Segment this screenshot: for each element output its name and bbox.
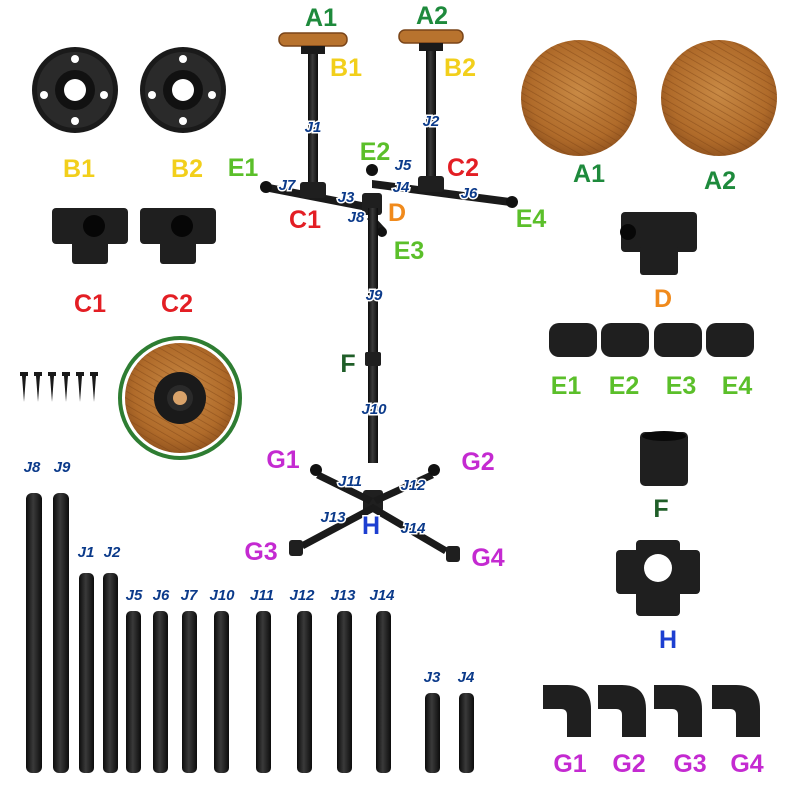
asm-label-a2: A2 (416, 2, 448, 30)
label-pipe-j7: J7 (181, 587, 198, 604)
flange-b1-icon (32, 47, 118, 133)
label-pipe-j5: J5 (126, 587, 143, 604)
label-pipe-j2: J2 (104, 544, 121, 561)
tee-c1-icon (52, 208, 128, 264)
tee-d-icon (620, 212, 697, 275)
asm-label-e3: E3 (394, 237, 425, 265)
asm-label-c2: C2 (447, 154, 479, 182)
screws-icon (20, 372, 98, 402)
flange-b2-icon (140, 47, 226, 133)
pipes-set (26, 493, 474, 773)
label-elbow-g1: G1 (553, 750, 586, 778)
label-pipe-j11: J11 (250, 587, 274, 604)
label-tee-c2: C2 (161, 290, 193, 318)
asm-label-g4: G4 (471, 544, 504, 572)
label-wood-a1: A1 (573, 160, 605, 188)
asm-label-f: F (340, 350, 355, 378)
label-cap-e3: E3 (666, 372, 697, 400)
asm-label-j13: J13 (320, 509, 346, 526)
label-coupling-f: F (653, 495, 668, 523)
label-elbow-g3: G3 (673, 750, 706, 778)
asm-label-j14: J14 (400, 520, 426, 537)
asm-label-j7: J7 (279, 177, 296, 194)
asm-label-j9: J9 (366, 287, 383, 304)
wood-top-a2-icon (661, 40, 777, 156)
asm-label-j10: J10 (361, 401, 387, 418)
label-pipe-j1: J1 (78, 544, 95, 561)
asm-label-h: H (362, 512, 380, 540)
cross-h-icon (616, 540, 700, 616)
label-pipe-j6: J6 (153, 587, 170, 604)
label-pipe-j8: J8 (24, 459, 41, 476)
elbows-icon (543, 685, 760, 737)
label-flange-b2: B2 (171, 155, 203, 183)
label-pipe-j14: J14 (369, 587, 395, 604)
asm-label-e4: E4 (516, 205, 547, 233)
label-cross-h: H (659, 626, 677, 654)
label-elbow-g4: G4 (730, 750, 763, 778)
tee-c2-icon (140, 208, 216, 264)
label-pipe-j12: J12 (289, 587, 315, 604)
asm-label-j3: J3 (338, 189, 355, 206)
asm-label-j5: J5 (395, 157, 412, 174)
label-cap-e1: E1 (551, 372, 582, 400)
label-pipe-j9: J9 (54, 459, 71, 476)
label-flange-b1: B1 (63, 155, 95, 183)
detail-flange-on-wood (118, 336, 242, 460)
asm-label-j1: J1 (305, 119, 322, 136)
label-pipe-j13: J13 (330, 587, 356, 604)
label-elbow-g2: G2 (612, 750, 645, 778)
asm-label-c1: C1 (289, 206, 321, 234)
asm-label-j12: J12 (400, 477, 426, 494)
asm-label-j2: J2 (423, 113, 440, 130)
end-caps-icon (549, 323, 754, 357)
asm-label-b2: B2 (444, 54, 476, 82)
label-pipe-j10: J10 (209, 587, 235, 604)
label-pipe-j3: J3 (424, 669, 441, 686)
asm-label-j6: J6 (461, 185, 478, 202)
asm-label-g3: G3 (244, 538, 277, 566)
asm-label-d: D (388, 199, 406, 227)
assembled-stand (260, 29, 518, 562)
asm-label-j11: J11 (338, 473, 362, 490)
label-tee-d: D (654, 285, 672, 313)
asm-label-b1: B1 (330, 54, 362, 82)
label-cap-e2: E2 (609, 372, 640, 400)
asm-label-j4: J4 (393, 179, 410, 196)
wood-top-a1-icon (521, 40, 637, 156)
label-pipe-j4: J4 (458, 669, 475, 686)
label-cap-e4: E4 (722, 372, 753, 400)
label-tee-c1: C1 (74, 290, 106, 318)
asm-label-e1: E1 (228, 154, 259, 182)
asm-label-e2: E2 (360, 138, 391, 166)
asm-label-g2: G2 (461, 448, 494, 476)
asm-label-g1: G1 (266, 446, 299, 474)
asm-label-j8: J8 (348, 209, 365, 226)
label-wood-a2: A2 (704, 167, 736, 195)
asm-label-a1: A1 (305, 4, 337, 32)
coupling-f-icon (640, 431, 688, 486)
